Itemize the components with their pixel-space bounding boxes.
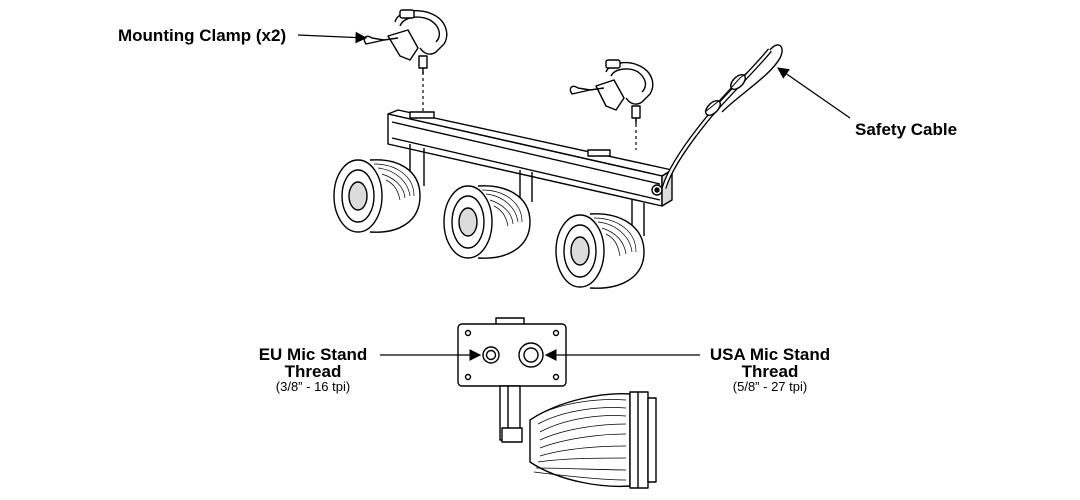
fixture-head-middle [443, 185, 531, 259]
eu-thread-hole [482, 346, 500, 364]
eu-thread-callout: EU Mic Stand Thread (3/8” - 16 tpi) [248, 346, 378, 394]
safety-cable-leader [777, 67, 851, 119]
callout-leaders [297, 31, 851, 361]
fixture-head-right [555, 213, 645, 289]
mounting-clamp-left [363, 9, 448, 74]
mounting-clamp-right [569, 59, 654, 124]
eu-thread-title-line1: EU Mic Stand [258, 345, 368, 364]
usa-thread-spec: (5/8” - 27 tpi) [732, 379, 808, 394]
fixture-side-view [529, 391, 657, 489]
eu-thread-title-line2: Thread [284, 362, 342, 381]
fixture-head-left [333, 159, 421, 233]
safety-cable [661, 44, 783, 189]
mounting-clamp-label: Mounting Clamp (x2) [118, 26, 287, 45]
light-bar-assembly [333, 9, 783, 289]
light-bar-body [387, 109, 673, 207]
eu-thread-spec: (3/8” - 16 tpi) [275, 379, 351, 394]
mic-stand-adapter-detail [457, 317, 657, 489]
safety-cable-label: Safety Cable [855, 120, 958, 139]
mounting-clamp-leader [297, 31, 368, 44]
usa-thread-hole [518, 342, 544, 368]
usa-thread-title-line1: USA Mic Stand [709, 345, 831, 364]
usa-thread-callout: USA Mic Stand Thread (5/8” - 27 tpi) [700, 346, 840, 394]
mounting-guide-lines [422, 72, 637, 150]
usa-thread-title-line2: Thread [741, 362, 799, 381]
